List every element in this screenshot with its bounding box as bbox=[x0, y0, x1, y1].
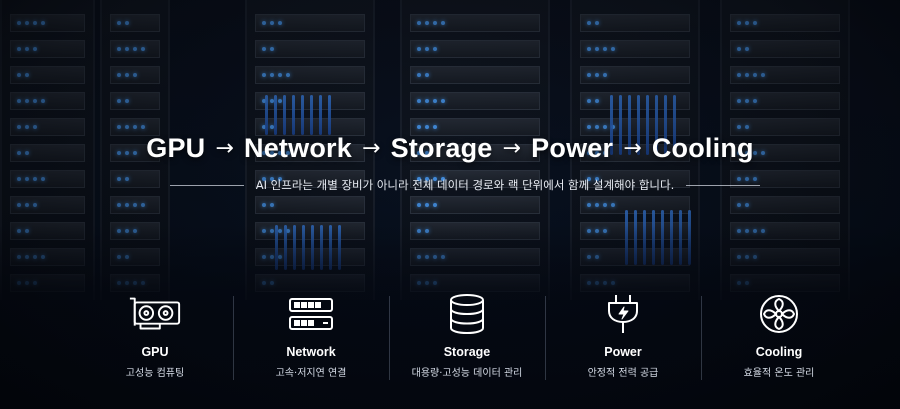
headline-item-cooling: Cooling bbox=[651, 133, 754, 163]
divider-line-right bbox=[686, 184, 760, 186]
headline-item-storage: Storage bbox=[390, 133, 493, 163]
feature-power: Power 안정적 전력 공급 bbox=[545, 288, 701, 383]
feature-title: Network bbox=[286, 345, 336, 359]
database-icon bbox=[439, 292, 495, 336]
feature-title: Power bbox=[604, 345, 642, 359]
headline-item-power: Power bbox=[531, 133, 614, 163]
feature-title: Storage bbox=[443, 345, 491, 359]
feature-desc: 효율적 온도 관리 bbox=[743, 368, 815, 379]
headline-item-network: Network bbox=[244, 133, 352, 163]
power-plug-icon bbox=[595, 292, 651, 336]
feature-network: Network 고속·저지연 연결 bbox=[233, 288, 389, 383]
feature-title: GPU bbox=[141, 345, 169, 359]
feature-gpu: GPU 고성능 컴퓨팅 bbox=[77, 288, 233, 383]
subline-text: AI 인프라는 개별 장비가 아니라 전체 데이터 경로와 랙 단위에서 함께 … bbox=[255, 178, 675, 192]
arrow-right-icon: → bbox=[215, 136, 235, 161]
arrow-right-icon: → bbox=[361, 136, 381, 161]
fan-icon bbox=[751, 292, 807, 336]
feature-title: Cooling bbox=[755, 345, 803, 359]
gpu-card-icon bbox=[127, 292, 183, 336]
feature-cooling: Cooling 효율적 온도 관리 bbox=[701, 288, 857, 383]
arrow-right-icon: → bbox=[623, 136, 642, 161]
arrow-right-icon: → bbox=[502, 136, 522, 161]
feature-list: GPU 고성능 컴퓨팅 Network 고속·저지연 연결 bbox=[77, 288, 857, 383]
headline: GPU → Network → Storage → Power → Cooling bbox=[0, 133, 900, 164]
feature-desc: 고속·저지연 연결 bbox=[275, 368, 347, 379]
feature-desc: 고성능 컴퓨팅 bbox=[125, 368, 185, 379]
feature-desc: 대용량·고성능 데이터 관리 bbox=[411, 368, 523, 379]
subline: AI 인프라는 개별 장비가 아니라 전체 데이터 경로와 랙 단위에서 함께 … bbox=[170, 177, 760, 193]
headline-item-gpu: GPU bbox=[146, 133, 206, 163]
network-switch-icon bbox=[283, 292, 339, 336]
divider-line-left bbox=[170, 184, 244, 186]
feature-storage: Storage 대용량·고성능 데이터 관리 bbox=[389, 288, 545, 383]
feature-desc: 안정적 전력 공급 bbox=[587, 368, 659, 379]
